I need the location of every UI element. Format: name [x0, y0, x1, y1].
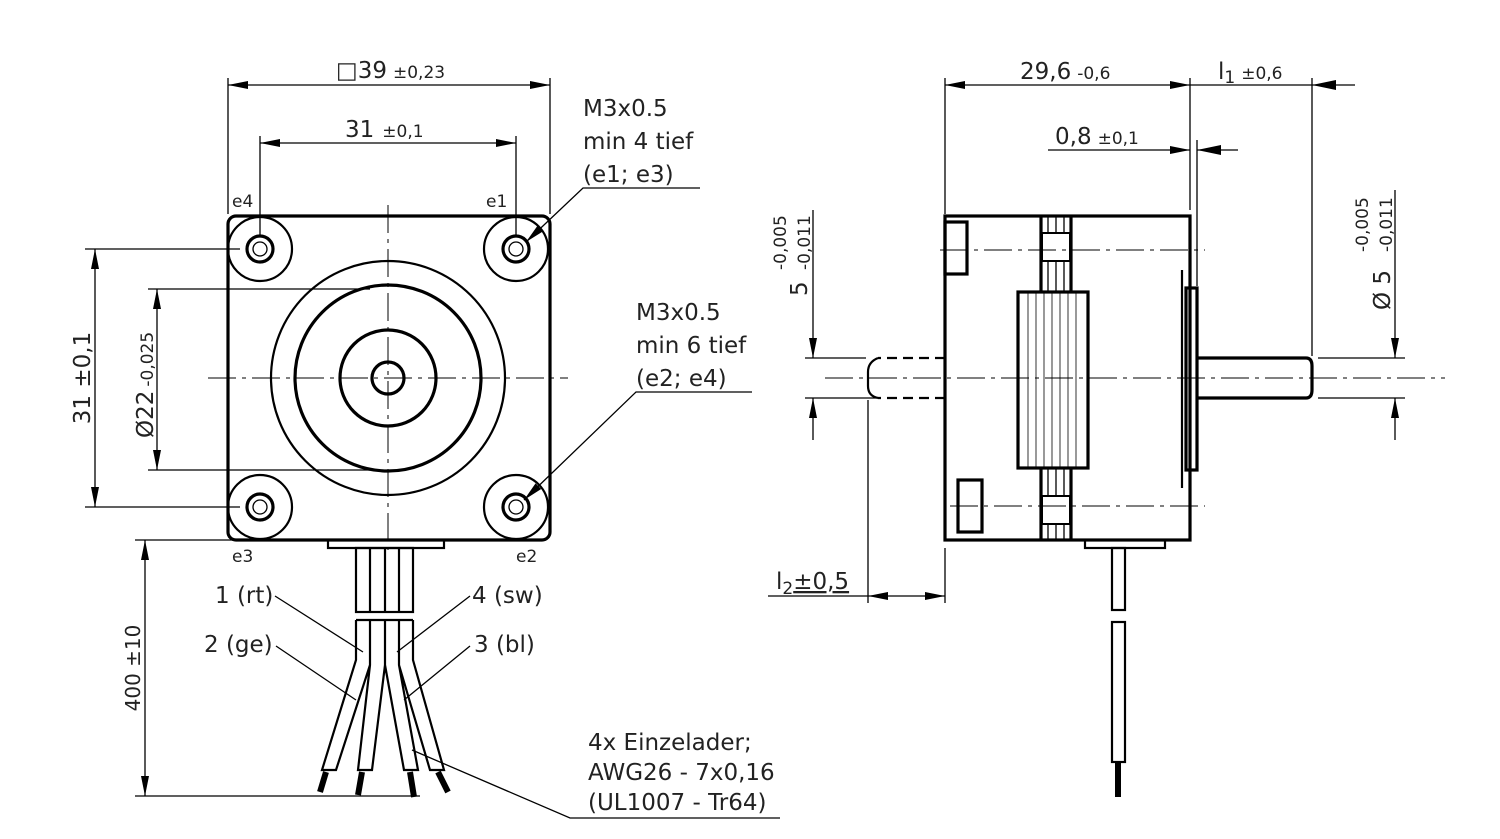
side-wire-lower: [1110, 620, 1127, 764]
note-thread-e2-e4: M3x0.5 min 6 tief (e2; e4): [523, 300, 752, 501]
dim-rear-shaft-tol-lower: -0,011: [795, 215, 815, 270]
flange: [1184, 286, 1199, 472]
dim-flange: 0,8±0,1: [1055, 124, 1139, 150]
dim-rear-shaft: 5: [787, 281, 813, 296]
note-thread-e1-e3: M3x0.5 min 4 tief (e1; e3): [525, 96, 700, 243]
front-view: e4 e1 e3 e2 □39±0,23 31±0,1 31 ±0,1 Ø22-…: [70, 58, 780, 819]
dim-lead-length: 400 ±10: [121, 625, 145, 712]
side-wire-upper: [1110, 546, 1127, 612]
dim-square: □39±0,23: [336, 58, 445, 84]
svg-text:AWG26 - 7x0,16: AWG26 - 7x0,16: [588, 760, 775, 786]
flange-circle: [269, 259, 507, 497]
shaft-end: [370, 360, 406, 396]
svg-text:min 4 tief: min 4 tief: [583, 129, 694, 155]
dim-shaft: Ø 5: [1370, 270, 1396, 310]
mounting-holes: [226, 215, 550, 541]
svg-text:4x Einzelader;: 4x Einzelader;: [588, 730, 752, 756]
svg-text:(UL1007 - Tr64): (UL1007 - Tr64): [588, 790, 766, 816]
hole-label-e4: e4: [232, 192, 253, 212]
rear-shaft: [878, 356, 945, 400]
dim-hole-spacing-h: 31±0,1: [345, 117, 424, 143]
note-wires: 4x Einzelader; AWG26 - 7x0,16 (UL1007 - …: [411, 730, 780, 819]
svg-text:(e1; e3): (e1; e3): [583, 162, 674, 188]
dim-l1: l1±0,6: [1218, 59, 1283, 88]
wire-label-2: 2 (ge): [204, 632, 273, 658]
hole-label-e3: e3: [232, 547, 253, 567]
svg-text:M3x0.5: M3x0.5: [583, 96, 668, 122]
dim-shaft-tol-upper: -0,005: [1353, 197, 1373, 252]
dim-boss: Ø22-0,025: [133, 332, 159, 438]
hole-label-e1: e1: [486, 192, 507, 212]
rotor: [1016, 290, 1090, 470]
dim-hole-spacing-v: 31 ±0,1: [70, 332, 96, 424]
screw-head-top: [943, 220, 969, 276]
hole-e2: [482, 473, 550, 541]
dim-shaft-tol-lower: -0,011: [1377, 197, 1397, 252]
hole-label-e2: e2: [516, 547, 537, 567]
svg-text:M3x0.5: M3x0.5: [636, 300, 721, 326]
dim-l2: l2±0,5: [776, 569, 849, 599]
svg-text:(e2; e4): (e2; e4): [636, 366, 727, 392]
wire-label-3: 3 (bl): [474, 632, 535, 658]
wire-bundle: [317, 546, 451, 798]
wire-label-1: 1 (rt): [215, 583, 273, 609]
svg-text:min 6 tief: min 6 tief: [636, 333, 747, 359]
wire-label-4: 4 (sw): [472, 583, 543, 609]
side-view: 29,6-0,6 l1±0,6 0,8±0,1 5 -0,005 -0,011 …: [768, 59, 1445, 797]
dim-rear-shaft-tol-upper: -0,005: [771, 215, 791, 270]
dim-body-length: 29,6-0,6: [1020, 59, 1110, 85]
